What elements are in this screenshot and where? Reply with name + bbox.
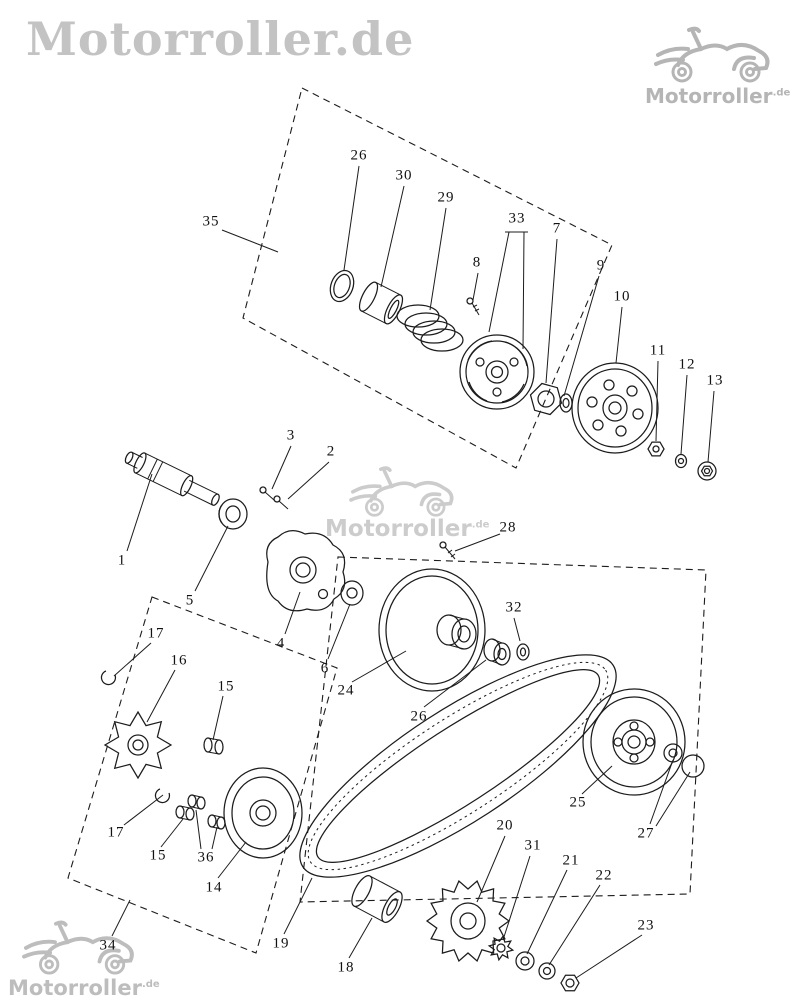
part-18-spacer-sleeve [351, 875, 403, 923]
part-20-fan-wheel [425, 879, 511, 963]
part-17-clip [154, 788, 171, 804]
part-31-star-washer [487, 934, 515, 962]
part-12-washer [674, 453, 688, 469]
dashed-box-variator-group [67, 596, 338, 954]
part-32-washer [516, 643, 530, 661]
part-17-clip [100, 670, 117, 686]
part-16-ramp-plate [103, 710, 173, 780]
part-30-slider-bushing [358, 281, 404, 325]
part-23-nut [560, 974, 580, 992]
dashed-box-transmission-group [299, 556, 707, 903]
part-27-washer-set [663, 743, 705, 778]
part-4-cover-plate [266, 530, 346, 612]
part-10-clutch-bell [571, 362, 659, 454]
part-6-bearing [340, 580, 364, 606]
part-22-washer [538, 962, 556, 980]
watermark-site-title: Motorroller.de [26, 12, 415, 66]
watermark-logo-text: Motorroller.de [645, 84, 791, 108]
part-33-clutch-assembly [459, 334, 535, 410]
part-26-spacer [483, 638, 511, 666]
part-21-washer [515, 951, 535, 971]
watermark-logo-center: Motorroller.de [325, 462, 489, 541]
part-11-nut [647, 441, 665, 457]
part-29-spring [396, 304, 464, 352]
part-24-drive-face [378, 568, 486, 692]
watermark-logo-text: Motorroller.de [325, 516, 490, 542]
part-8-screw [466, 297, 480, 316]
part-15-bushing [203, 737, 224, 755]
part-13-flange-nut [697, 461, 717, 481]
dashed-box-clutch-group [242, 87, 613, 469]
watermark-logo-text: Motorroller.de [8, 976, 160, 1000]
part-26-ring [329, 269, 355, 303]
watermark-logo-bottom-left: Motorroller.de [8, 916, 160, 999]
watermark-logo-top-right: Motorroller.de [645, 22, 790, 106]
part-15-bushing [175, 805, 195, 821]
part-1-drive-shaft [124, 451, 220, 506]
leader-lines [111, 165, 715, 979]
part-5-bearing [218, 498, 248, 530]
part-3-screw [259, 486, 275, 501]
part-7-nut [529, 382, 563, 416]
part-25-driven-pulley [582, 688, 686, 796]
part-belt [299, 654, 617, 878]
part-2-screw [273, 495, 289, 510]
part-14-movable-drive-face [223, 767, 303, 859]
part-28-screw [439, 541, 456, 560]
